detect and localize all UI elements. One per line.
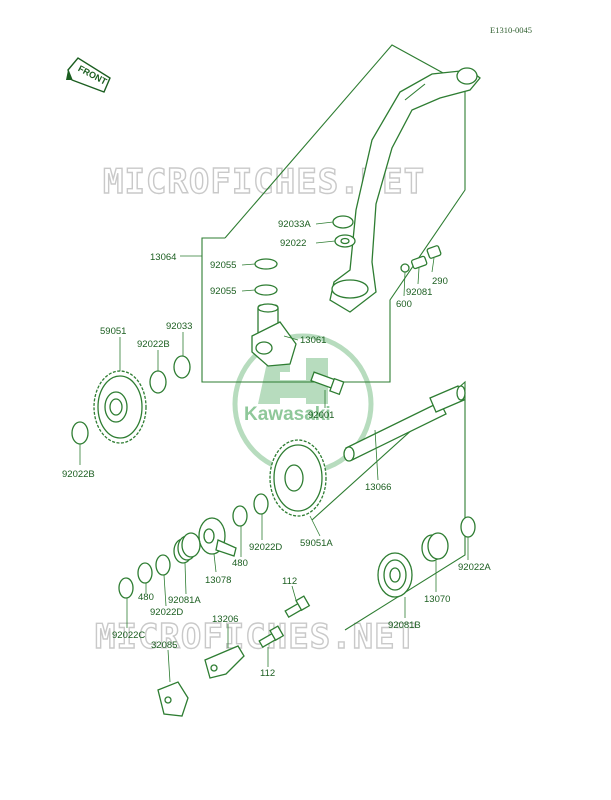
part-label: 13064 <box>150 252 176 263</box>
part-labels: 92033A 92022 13064 92055 92055 290 92081… <box>62 219 491 679</box>
part-label: 92022D <box>150 607 183 618</box>
part-label: 92001 <box>308 410 334 421</box>
leader-lines <box>79 221 469 683</box>
circlip-92033a <box>332 215 354 229</box>
part-label: 59051A <box>300 538 333 549</box>
part-label: 92022 <box>280 238 306 249</box>
bolt-112-lower <box>258 625 285 648</box>
part-label: 92022B <box>62 469 95 480</box>
front-arrow-icon: FRONT <box>66 57 111 93</box>
part-label: 112 <box>260 668 275 679</box>
part-label: 92081 <box>406 287 432 298</box>
bolt-112-upper <box>284 595 311 618</box>
part-label: 480 <box>232 558 248 569</box>
part-label: 290 <box>432 276 448 287</box>
part-label: 92055 <box>210 260 236 271</box>
washer-92022d-left <box>155 554 171 576</box>
circlip-480 <box>137 562 153 584</box>
part-label: 92022D <box>249 542 282 553</box>
part-label: 480 <box>138 592 154 603</box>
bolt-92001 <box>310 371 345 396</box>
part-label: 13066 <box>365 482 391 493</box>
gear-59051 <box>93 370 147 444</box>
part-label: 92033A <box>278 219 311 230</box>
gear-59051a <box>269 439 327 517</box>
part-label: 92022A <box>458 562 491 573</box>
collar-13070 <box>421 532 449 562</box>
part-label: 13206 <box>212 614 238 625</box>
ratchet-13078 <box>198 517 237 557</box>
part-label: 92055 <box>210 286 236 297</box>
watermark-bottom: MICROFICHES.NET <box>95 617 417 657</box>
part-label: 112 <box>282 576 297 587</box>
washer-92022b-lower <box>71 421 89 445</box>
plate-32085 <box>157 681 189 717</box>
part-label: 92081A <box>168 595 201 606</box>
logo-text: Kawasaki <box>244 404 331 425</box>
kick-pedal-arm <box>329 67 481 313</box>
circlip-92033 <box>173 355 191 379</box>
kick-shaft-boss <box>251 303 297 367</box>
washer-92022d-right <box>253 493 269 515</box>
detent-spring-ball <box>400 245 442 273</box>
kick-shaft-13066 <box>343 385 466 462</box>
part-label: 32085 <box>151 640 177 651</box>
part-label: 13070 <box>424 594 450 605</box>
washer-92022c <box>118 577 134 599</box>
part-label: 92022B <box>137 339 170 350</box>
part-label: 13078 <box>205 575 231 586</box>
part-label: 92033 <box>166 321 192 332</box>
washer-92022a <box>460 516 476 538</box>
diagram-code: E1310-0045 <box>490 25 532 35</box>
washer-92022d-mid <box>232 505 248 527</box>
part-label: 92022C <box>112 630 145 641</box>
kawasaki-logo: Kawasaki <box>232 333 374 475</box>
part-label: 600 <box>396 299 412 310</box>
part-label: 59051 <box>100 326 126 337</box>
assembly-frame <box>201 44 466 383</box>
spring-92081b <box>377 552 413 598</box>
spring-92081a <box>173 532 201 564</box>
o-ring-92055-upper <box>254 258 278 270</box>
part-label: 92081B <box>388 620 421 631</box>
washer-92022b-upper <box>149 370 167 394</box>
o-ring-92055-lower <box>254 284 278 296</box>
part-label: 13061 <box>300 335 326 346</box>
